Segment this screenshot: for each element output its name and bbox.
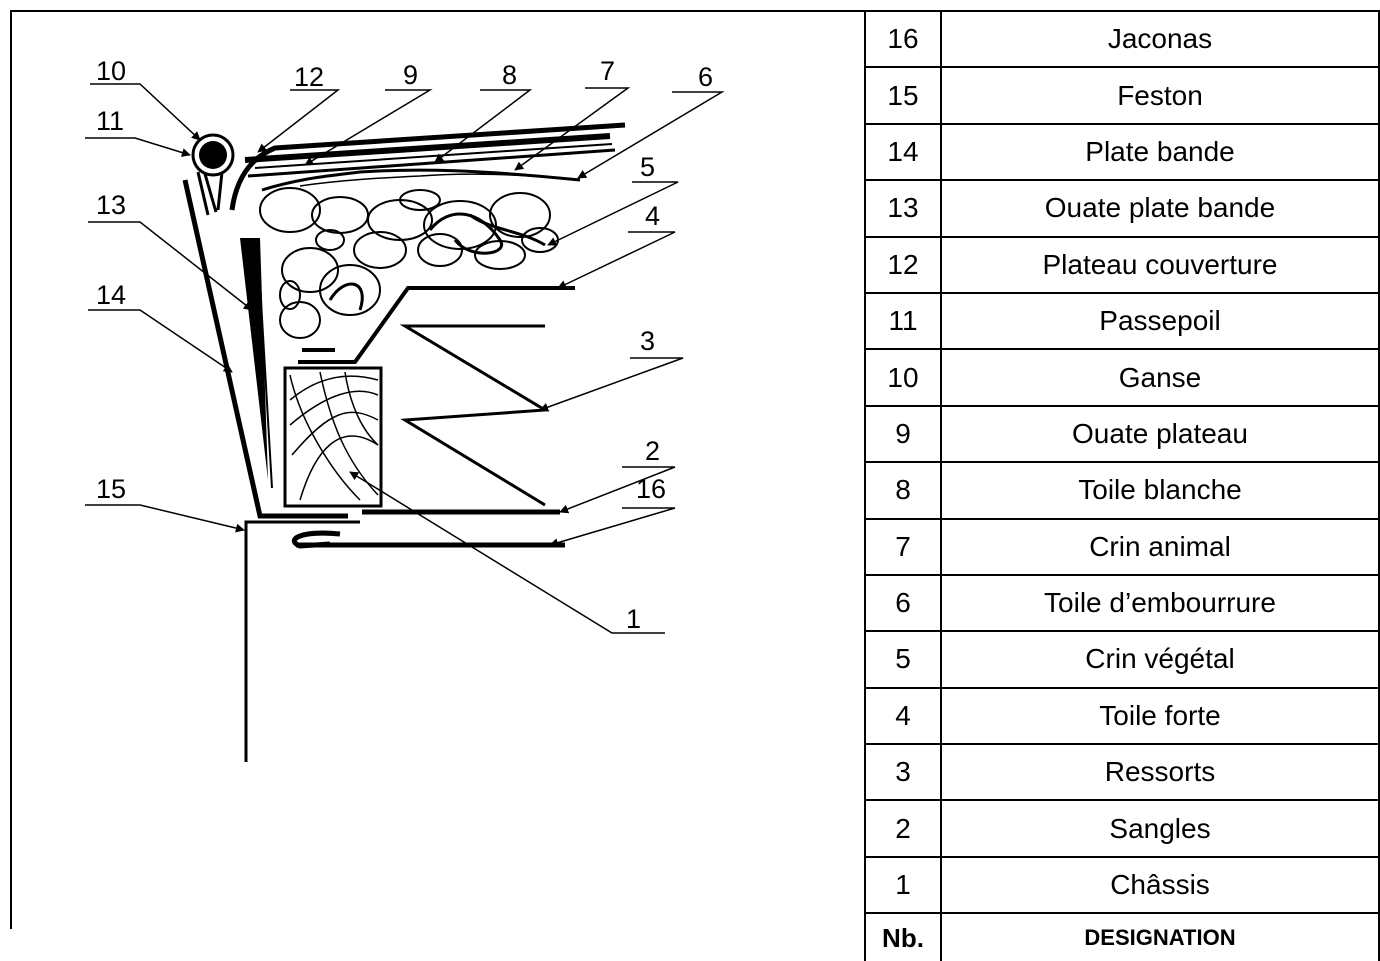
callout-10: 10	[96, 56, 126, 86]
crin-vegetal-stuffing	[259, 187, 559, 339]
legend-name: Ressorts	[940, 743, 1380, 802]
callout-12: 12	[294, 62, 324, 92]
legend-name: Jaconas	[940, 9, 1380, 69]
feston	[244, 520, 360, 538]
legend-nb: 1	[864, 855, 942, 915]
callout-labels: 10 11 12 9 8 7 6 5 4 13 14 3 2 16 15 1	[96, 56, 713, 634]
legend-name: Crin animal	[940, 517, 1380, 576]
legend-name: Ouate plate bande	[940, 179, 1380, 238]
callout-5: 5	[640, 152, 655, 182]
plate-bande	[182, 179, 348, 519]
callout-4: 4	[645, 201, 660, 231]
callout-1: 1	[626, 604, 641, 634]
legend-name: Feston	[940, 66, 1380, 125]
legend-nb: 9	[864, 404, 942, 464]
legend-name: Châssis	[940, 855, 1380, 915]
legend-name: Passepoil	[940, 291, 1380, 351]
legend-name: Ganse	[940, 348, 1380, 407]
legend-name: Plate bande	[940, 122, 1380, 182]
legend-name: Ouate plateau	[940, 404, 1380, 464]
callout-14: 14	[96, 280, 126, 310]
callout-8: 8	[502, 60, 517, 90]
legend-nb: 14	[864, 122, 942, 182]
legend-name: Toile d’embourrure	[940, 573, 1380, 633]
callout-11: 11	[96, 106, 124, 136]
ressorts	[399, 324, 550, 507]
callout-2: 2	[645, 436, 660, 466]
callout-7: 7	[600, 56, 615, 86]
legend-nb: 6	[864, 573, 942, 633]
legend-nb: 7	[864, 517, 942, 576]
legend-nb: 13	[864, 179, 942, 238]
legend-header-nb: Nb.	[864, 912, 942, 961]
toile-forte	[298, 286, 575, 364]
legend-nb: 4	[864, 686, 942, 746]
legend-nb: 10	[864, 348, 942, 407]
legend-nb: 8	[864, 461, 942, 520]
callout-6: 6	[698, 62, 713, 92]
ouate-plate-bande-edge	[257, 249, 273, 489]
leader-lines	[85, 83, 725, 634]
jaconas	[291, 530, 565, 549]
legend-nb: 2	[864, 799, 942, 858]
legend-name: Crin végétal	[940, 630, 1380, 689]
upholstery-cross-section-diagram: 10 11 12 9 8 7 6 5 4 13 14 3 2 16 15 1	[85, 56, 725, 762]
legend-header-row: Nb.DESIGNATION	[864, 912, 1380, 961]
legend-nb: 12	[864, 235, 942, 294]
legend-header-designation: DESIGNATION	[940, 912, 1380, 961]
drawing-frame	[10, 10, 1380, 929]
callout-3: 3	[640, 326, 655, 356]
callout-13: 13	[96, 190, 126, 220]
legend-name: Plateau couverture	[940, 235, 1380, 294]
cover-layers	[229, 122, 626, 211]
legend-name: Toile forte	[940, 686, 1380, 746]
chassis-block	[283, 366, 383, 508]
legend-nb: 15	[864, 66, 942, 125]
ganse-passepoil	[191, 133, 235, 216]
callout-15: 15	[96, 474, 126, 504]
legend-nb: 3	[864, 743, 942, 802]
callout-16: 16	[636, 474, 666, 504]
legend-nb: 5	[864, 630, 942, 689]
legend-name: Toile blanche	[940, 461, 1380, 520]
callout-9: 9	[403, 60, 418, 90]
legend-name: Sangles	[940, 799, 1380, 858]
legend-nb: 11	[864, 291, 942, 351]
legend-nb: 16	[864, 9, 942, 69]
